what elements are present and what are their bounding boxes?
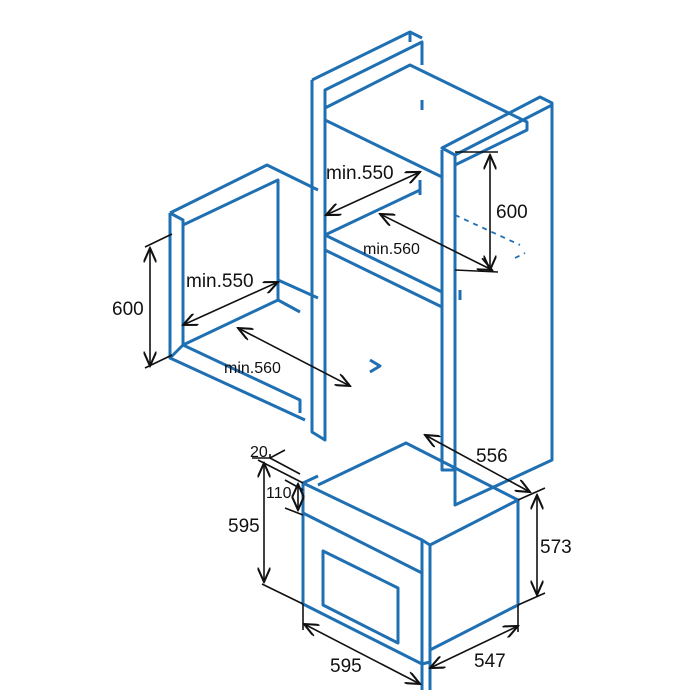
- tall-height-label: 600: [496, 202, 528, 223]
- tall-min-depth-label: min.550: [326, 163, 394, 184]
- wall-min-width-label: min.560: [224, 360, 281, 377]
- oven-panel-label: 110: [266, 485, 292, 502]
- wall-cabinet: [168, 163, 319, 422]
- wall-min-depth-label: min.550: [186, 271, 254, 292]
- oven-height-label: 595: [228, 516, 260, 537]
- oven-width-label: 595: [330, 656, 362, 677]
- oven-depth-top-label: 556: [476, 446, 508, 467]
- oven-body-height-label: 573: [540, 537, 572, 558]
- tall-min-width-label: min.560: [363, 241, 420, 258]
- oven-frame-label: 20: [250, 444, 268, 461]
- tall-cabinet: [310, 30, 554, 507]
- wall-height-label: 600: [112, 299, 144, 320]
- dimension-lines: [145, 151, 546, 684]
- oven-body-depth-label: 547: [474, 651, 506, 672]
